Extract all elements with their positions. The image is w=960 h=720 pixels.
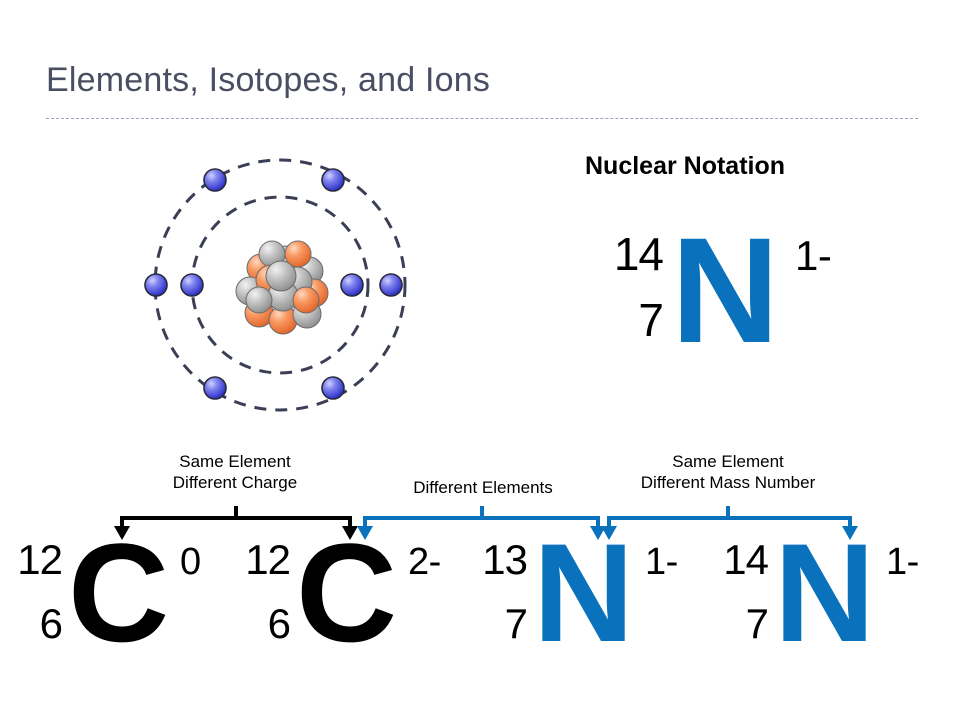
element-symbol: C xyxy=(296,514,398,671)
label-line-2: Different Mass Number xyxy=(640,472,816,492)
element-symbol: N xyxy=(774,514,876,671)
charge-label: 2- xyxy=(408,541,441,583)
mass-number: 12 xyxy=(245,536,291,583)
mass-number: 14 xyxy=(723,536,769,583)
label-same-element-different-charge: Same Element Different Charge xyxy=(115,452,355,493)
comparison-brackets xyxy=(0,440,960,550)
element-symbol: N xyxy=(671,206,780,374)
nuclide-carbon-12-anion: 12 6 C 2- xyxy=(240,523,475,665)
atom-nucleus xyxy=(235,240,329,335)
label-line-2: Different Charge xyxy=(172,472,298,492)
nuclide-nitrogen-13-anion: 13 7 N 1- xyxy=(477,523,712,665)
label-line-1: Same Element xyxy=(179,452,291,471)
atomic-number: 6 xyxy=(267,600,291,647)
electrons-inner-shell xyxy=(180,273,364,297)
atomic-number: 6 xyxy=(39,600,63,647)
mass-number: 12 xyxy=(17,536,63,583)
page-title: Elements, Isotopes, and Ions xyxy=(46,61,491,99)
charge-label: 0 xyxy=(180,541,201,583)
nuclide-nitrogen-14-anion: 14 7 N 1- xyxy=(718,523,953,665)
charge-label: 1- xyxy=(795,232,832,279)
nuclide-notation-example: 14 7 N 1- xyxy=(605,215,835,365)
bracket-same-element-different-mass-number xyxy=(601,506,858,540)
electrons-outer-shell xyxy=(144,168,403,400)
title-block: Elements, Isotopes, and Ions xyxy=(46,61,926,99)
charge-label: 1- xyxy=(645,541,678,583)
label-different-elements: Different Elements xyxy=(363,478,603,499)
atomic-number: 7 xyxy=(745,600,769,647)
bohr-model-atom-diagram xyxy=(120,150,440,420)
atomic-number: 7 xyxy=(638,294,664,346)
mass-number: 14 xyxy=(613,228,664,280)
label-same-element-different-mass-number: Same Element Different Mass Number xyxy=(603,452,853,493)
label-line-1: Same Element xyxy=(672,452,784,471)
nuclear-notation-heading: Nuclear Notation xyxy=(585,152,786,180)
title-divider xyxy=(46,118,918,119)
mass-number: 13 xyxy=(482,536,528,583)
bracket-different-elements xyxy=(357,506,606,540)
element-symbol: C xyxy=(68,514,170,671)
bracket-same-element-different-charge xyxy=(114,506,358,540)
nuclide-carbon-12-neutral: 12 6 C 0 xyxy=(12,523,247,665)
atomic-number: 7 xyxy=(504,600,528,647)
charge-label: 1- xyxy=(886,541,919,583)
element-symbol: N xyxy=(533,514,635,671)
label-line-1: Different Elements xyxy=(413,478,553,497)
